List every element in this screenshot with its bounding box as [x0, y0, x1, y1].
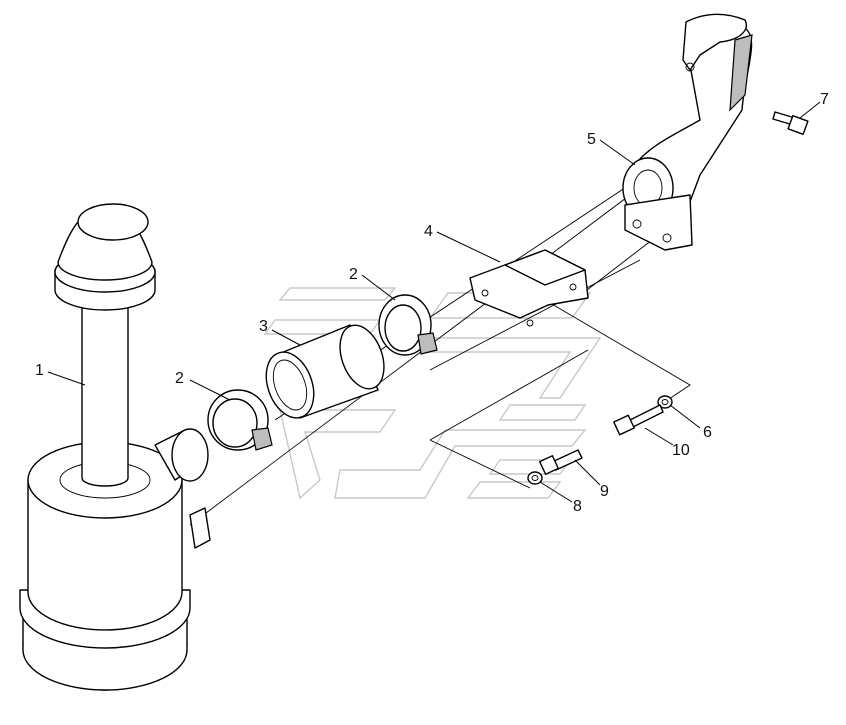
callout-4: 4 [424, 223, 433, 240]
callout-5: 5 [587, 131, 596, 148]
callout-8: 8 [573, 498, 582, 515]
washer-6 [657, 395, 673, 409]
hose-clamp-lower [207, 389, 273, 451]
bolt-10 [613, 404, 664, 436]
callout-3: 3 [259, 318, 268, 335]
callout-labels: 1 2 2 3 4 5 6 7 8 9 10 [35, 91, 829, 515]
intake-hose [265, 324, 385, 419]
callout-leaders [47, 101, 821, 503]
hose-clamp-upper [378, 294, 438, 356]
air-cleaner-assembly [19, 203, 211, 691]
callout-7: 7 [820, 91, 829, 108]
washer-8 [527, 471, 543, 485]
intake-elbow-pipe [622, 13, 753, 251]
callout-2-upper: 2 [349, 266, 358, 283]
callout-10: 10 [672, 442, 690, 459]
bolt-9 [538, 449, 583, 476]
callout-2-lower: 2 [175, 370, 184, 387]
bolt-7 [772, 111, 809, 136]
mounting-bracket [469, 249, 589, 327]
callout-9: 9 [600, 483, 609, 500]
callout-1: 1 [35, 362, 44, 379]
callout-6: 6 [703, 424, 712, 441]
